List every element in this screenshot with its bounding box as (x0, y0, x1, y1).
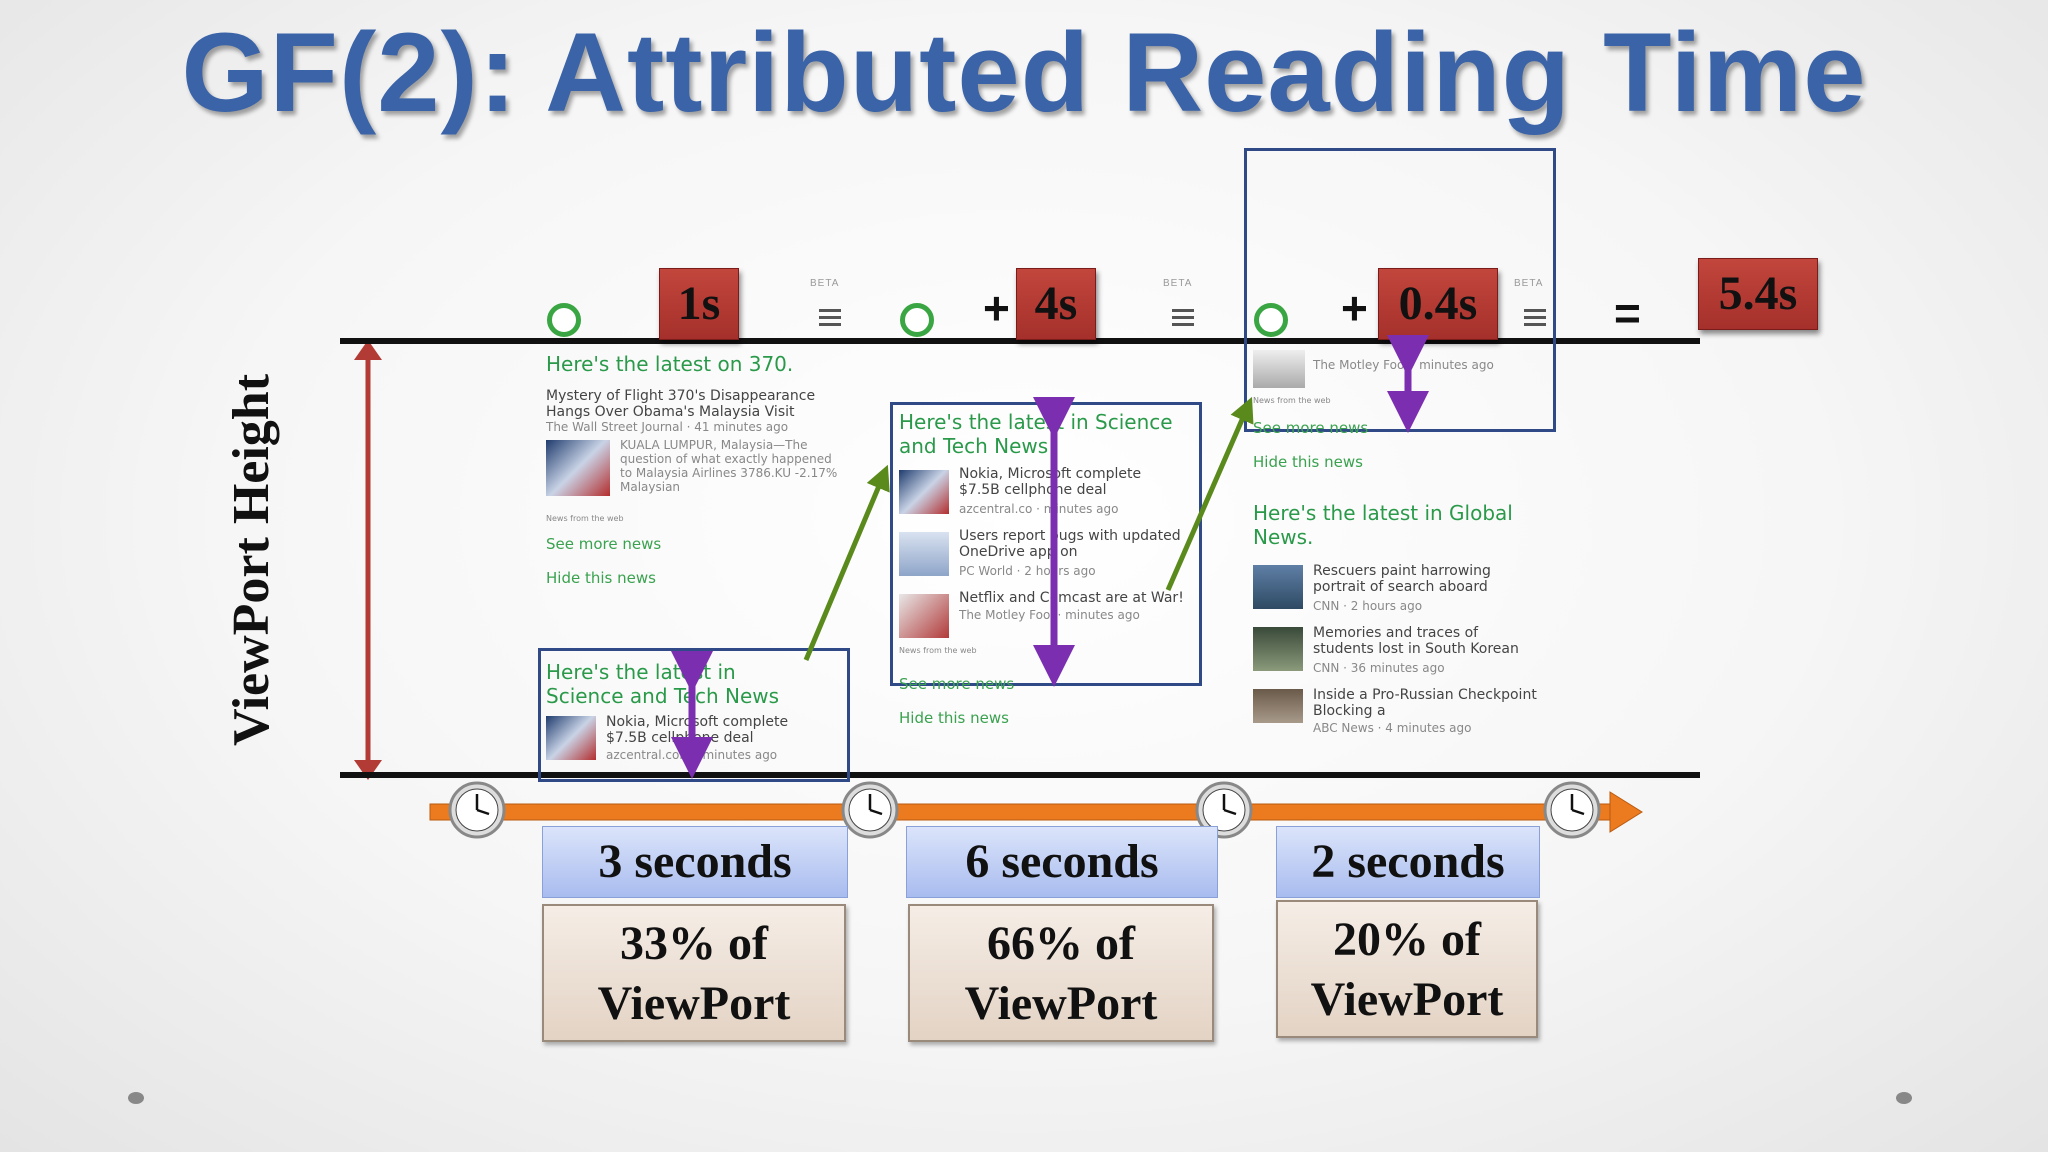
news-panel-1: Here's the latest on 370. Mystery of Fli… (546, 352, 846, 587)
time-box-1: 1s (659, 268, 739, 340)
clock-icon (1543, 781, 1601, 839)
pct-line: ViewPort (964, 977, 1158, 1030)
clock-icon (448, 781, 506, 839)
story-thumbnail (899, 594, 949, 638)
pct-line: ViewPort (597, 977, 791, 1030)
story-title: Memories and traces of students lost in … (1313, 625, 1519, 657)
total-time-box: 5.4s (1698, 258, 1818, 330)
pct-line: ViewPort (1310, 973, 1504, 1026)
story-thumbnail (899, 532, 949, 576)
segment-viewport-pct-1: 33% of ViewPort (542, 904, 846, 1042)
story-title: Rescuers paint harrowing portrait of sea… (1313, 563, 1491, 595)
green-circle-icon (900, 303, 934, 337)
see-more-link[interactable]: See more news (546, 535, 662, 553)
panel-heading: Here's the latest in Global News. (1253, 501, 1513, 549)
plus-operator: + (983, 282, 1010, 334)
slide-nav-dot-left[interactable] (128, 1092, 144, 1104)
time-box-3: 0.4s (1378, 268, 1498, 340)
segment-viewport-pct-3: 20% of ViewPort (1276, 900, 1538, 1038)
news-panel-3: The Motley Fool · minutes ago News from … (1253, 350, 1553, 735)
time-box-2: 4s (1016, 268, 1096, 340)
menu-icon (1172, 305, 1194, 330)
viewport-highlight-box-1 (538, 648, 850, 782)
story-thumbnail (1253, 565, 1303, 609)
segment-viewport-pct-2: 66% of ViewPort (908, 904, 1214, 1042)
hide-news-link[interactable]: Hide this news (1253, 453, 1363, 471)
hide-news-link[interactable]: Hide this news (899, 709, 1009, 727)
viewport-height-arrow (354, 340, 382, 780)
beta-tag: BETA (1514, 278, 1544, 289)
story-meta: CNN · 2 hours ago (1313, 599, 1423, 613)
slide-nav-dot-right[interactable] (1896, 1092, 1912, 1104)
green-transition-arrow-2 (1165, 396, 1254, 591)
see-more-link[interactable]: See more news (899, 675, 1015, 693)
story-title: Inside a Pro-Russian Checkpoint Blocking… (1313, 687, 1537, 719)
clock-icon (1195, 781, 1253, 839)
news-from-web: News from the web (1253, 396, 1331, 405)
clock-icon (841, 781, 899, 839)
news-from-web: News from the web (899, 646, 977, 655)
segment-duration-3: 2 seconds (1276, 826, 1540, 898)
story-thumbnail (1253, 689, 1303, 723)
pct-line: 20% of (1333, 913, 1481, 966)
story-meta: CNN · 36 minutes ago (1313, 661, 1445, 675)
see-more-link[interactable]: See more news (1253, 419, 1369, 437)
green-circle-icon (547, 303, 581, 337)
news-from-web: News from the web (546, 514, 624, 523)
menu-icon (819, 305, 841, 330)
pct-line: 66% of (987, 917, 1135, 970)
story-thumbnail (546, 440, 610, 496)
segment-duration-1: 3 seconds (542, 826, 848, 898)
beta-tag: BETA (810, 278, 840, 289)
menu-icon (1524, 305, 1546, 330)
timeline-arrow (429, 791, 1643, 833)
story-meta: The Wall Street Journal · 41 minutes ago (546, 420, 789, 434)
green-transition-arrow-1 (803, 464, 890, 661)
panel-heading: Here's the latest on 370. (546, 352, 794, 376)
viewport-top-line (340, 338, 1700, 344)
story-body: KUALA LUMPUR, Malaysia—The question of w… (620, 438, 838, 494)
story-thumbnail (546, 716, 596, 760)
pct-line: 33% of (620, 917, 768, 970)
story-title: Mystery of Flight 370's Disappearance Ha… (546, 388, 816, 420)
plus-operator: + (1341, 282, 1368, 334)
viewport-bottom-line (340, 772, 1700, 778)
story-meta: ABC News · 4 minutes ago (1313, 721, 1472, 735)
segment-duration-2: 6 seconds (906, 826, 1218, 898)
story-thumbnail (1253, 350, 1305, 388)
slide-title: GF(2): Attributed Reading Time (181, 10, 1867, 135)
hide-news-link[interactable]: Hide this news (546, 569, 656, 587)
story-thumbnail (1253, 627, 1303, 671)
beta-tag: BETA (1163, 278, 1193, 289)
green-circle-icon (1254, 303, 1288, 337)
story-thumbnail (899, 470, 949, 514)
equals-operator: = (1614, 287, 1641, 339)
